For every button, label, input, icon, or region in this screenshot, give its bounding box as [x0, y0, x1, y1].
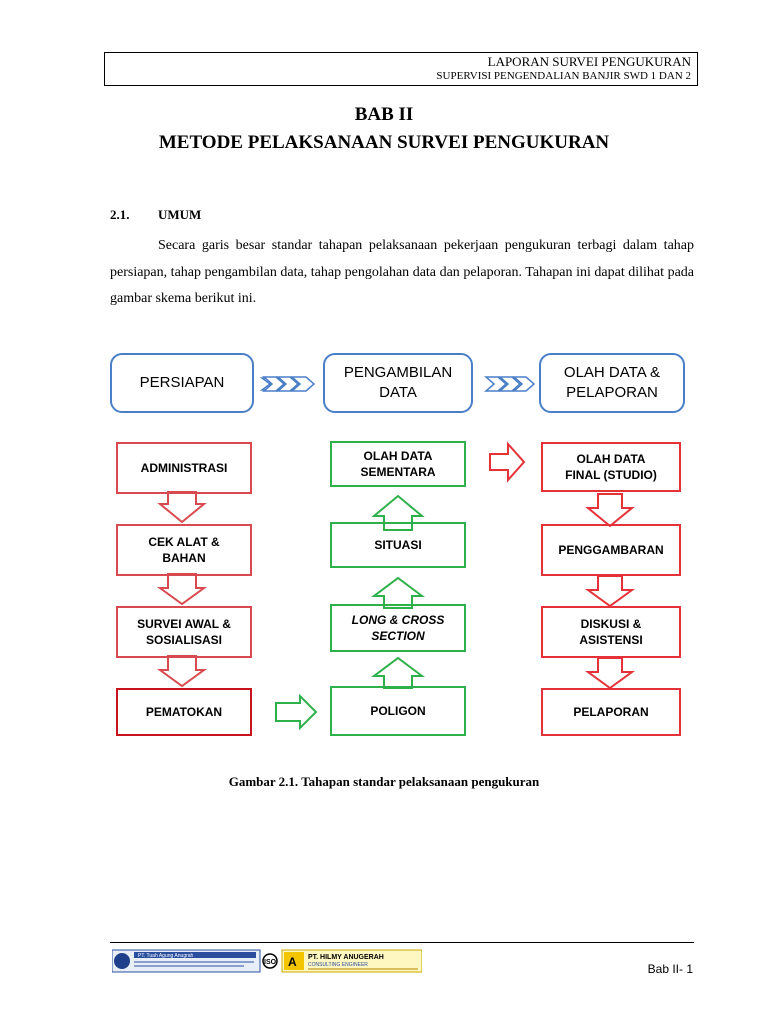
company-logo-hilmy-anugerah: A PT. HILMY ANUGERAH CONSULTING ENGINEER: [281, 949, 422, 973]
step-label: CEK ALAT &BAHAN: [148, 535, 220, 565]
report-header-box: LAPORAN SURVEI PENGUKURAN SUPERVISI PENG…: [104, 52, 698, 86]
up-arrow-icon: [371, 494, 425, 531]
svg-text:PT. HILMY ANUGERAH: PT. HILMY ANUGERAH: [308, 954, 384, 961]
down-arrow-icon: [156, 573, 208, 606]
phase-box-persiapan: PERSIAPAN: [110, 353, 254, 413]
chapter-number: BAB II: [354, 104, 414, 125]
chevron-arrow-icon: [259, 376, 316, 392]
right-arrow-icon: [275, 693, 318, 731]
step-administrasi: ADMINISTRASI: [116, 442, 252, 494]
section-paragraph: Secara garis besar standar tahapan pelak…: [110, 238, 694, 306]
phase-box-olah-data: OLAH DATA &PELAPORAN: [539, 353, 685, 413]
company-logo-tuah-agung: PT. Tuah Agung Anugrah: [112, 949, 261, 973]
phase-label: OLAH DATA &PELAPORAN: [563, 364, 661, 401]
report-title: LAPORAN SURVEI PENGUKURAN: [487, 54, 691, 69]
chapter-title: METODE PELAKSANAAN SURVEI PENGUKURAN: [158, 132, 610, 153]
up-arrow-icon: [371, 576, 425, 609]
svg-text:A: A: [288, 955, 297, 969]
page-number: Bab II- 1: [647, 962, 693, 976]
svg-text:ISO: ISO: [264, 959, 277, 966]
iso-logo: ISO: [262, 953, 278, 969]
step-survei-awal: SURVEI AWAL &SOSIALISASI: [116, 606, 252, 658]
svg-text:CONSULTING ENGINEER: CONSULTING ENGINEER: [308, 962, 368, 968]
down-arrow-icon: [156, 655, 208, 688]
down-arrow-icon: [157, 491, 207, 524]
step-situasi: SITUASI: [330, 522, 466, 568]
down-arrow-icon: [584, 657, 636, 690]
down-arrow-icon: [584, 575, 636, 608]
step-diskusi-asistensi: DISKUSI &ASISTENSI: [541, 606, 681, 658]
figure-caption: Gambar 2.1. Tahapan standar pelaksanaan …: [228, 774, 540, 789]
section-number: 2.1.: [110, 207, 130, 222]
step-cek-alat-bahan: CEK ALAT &BAHAN: [116, 524, 252, 576]
step-label: DISKUSI &ASISTENSI: [579, 617, 643, 647]
report-subtitle: SUPERVISI PENGENDALIAN BANJIR SWD 1 DAN …: [436, 70, 691, 82]
down-arrow-icon: [585, 493, 635, 528]
svg-text:PT. Tuah Agung Anugrah: PT. Tuah Agung Anugrah: [138, 953, 194, 959]
step-penggambaran: PENGGAMBARAN: [541, 524, 681, 576]
footer-divider: [110, 942, 694, 943]
right-arrow-icon: [489, 441, 526, 483]
step-label: SURVEI AWAL &SOSIALISASI: [137, 617, 231, 647]
section-title: UMUM: [158, 207, 202, 222]
footer-logos: PT. Tuah Agung Anugrah ISO A PT. HILMY A…: [112, 949, 422, 973]
chevron-arrow-icon: [484, 376, 536, 392]
step-poligon: POLIGON: [330, 686, 466, 736]
step-pelaporan: PELAPORAN: [541, 688, 681, 736]
flow-arrows: [156, 376, 636, 731]
up-arrow-icon: [371, 656, 425, 689]
step-pematokan: PEMATOKAN: [116, 688, 252, 736]
